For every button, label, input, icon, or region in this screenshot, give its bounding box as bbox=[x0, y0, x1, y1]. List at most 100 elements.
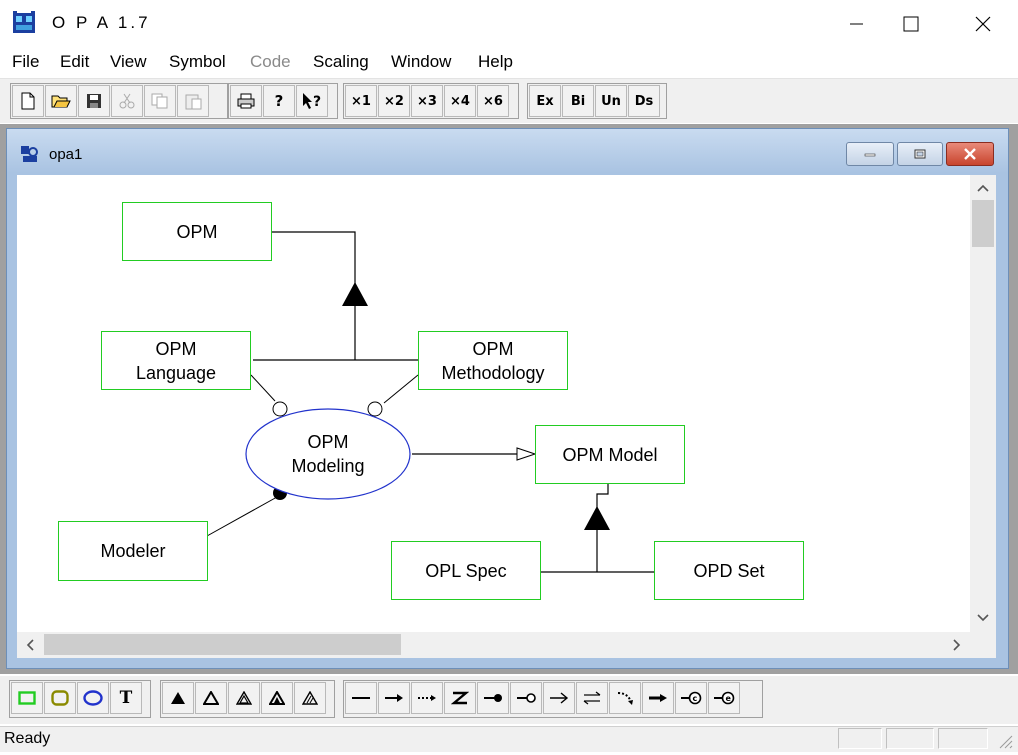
horizontal-scroll-thumb[interactable] bbox=[44, 634, 401, 655]
curved-dotted-icon bbox=[617, 692, 633, 705]
scroll-up-icon[interactable] bbox=[977, 184, 989, 192]
copy-icon bbox=[151, 93, 168, 109]
instrument-link-methodology[interactable] bbox=[383, 374, 419, 404]
aggregation-link-model[interactable] bbox=[596, 483, 609, 572]
svg-text:e: e bbox=[726, 694, 732, 703]
object-opm-methodology[interactable]: OPM Methodology bbox=[418, 331, 568, 390]
condition-link-icon: c bbox=[681, 691, 702, 705]
open-button[interactable] bbox=[45, 85, 77, 117]
aggregation-tool-button[interactable] bbox=[162, 682, 194, 714]
menu-code[interactable]: Code bbox=[250, 52, 291, 71]
generalization-tool-button[interactable] bbox=[228, 682, 260, 714]
menu-symbol[interactable]: Symbol bbox=[169, 52, 226, 71]
menu-file[interactable]: File bbox=[12, 52, 40, 71]
help-button[interactable]: ? bbox=[263, 85, 295, 117]
child-restore-button[interactable] bbox=[897, 142, 943, 166]
event-link-icon: e bbox=[714, 691, 735, 705]
un-button[interactable]: Un bbox=[595, 85, 627, 117]
process-ellipse[interactable] bbox=[245, 408, 411, 500]
agent-tool-button[interactable] bbox=[477, 682, 509, 714]
diagram-canvas[interactable]: OPM OPM Language OPM Methodology OPM Mod… bbox=[17, 175, 970, 632]
object-opm-language[interactable]: OPM Language bbox=[101, 331, 251, 390]
classification-tool-button[interactable] bbox=[261, 682, 293, 714]
object-opm[interactable]: OPM bbox=[122, 202, 272, 261]
event-tool-button[interactable]: e bbox=[708, 682, 740, 714]
size-grip[interactable] bbox=[970, 632, 996, 658]
child-minimize-button[interactable] bbox=[846, 142, 894, 166]
bidirectional-tool-button[interactable] bbox=[576, 682, 608, 714]
state-tool-button[interactable] bbox=[44, 682, 76, 714]
cut-button[interactable] bbox=[111, 85, 143, 117]
paste-clipboard-icon bbox=[185, 94, 202, 110]
instrument-link-language[interactable] bbox=[250, 374, 276, 402]
save-button[interactable] bbox=[78, 85, 110, 117]
generalization-triangle-icon bbox=[342, 282, 368, 306]
ds-button[interactable]: Ds bbox=[628, 85, 660, 117]
agent-link-icon bbox=[484, 694, 502, 702]
minimize-button[interactable] bbox=[834, 0, 880, 48]
context-help-button[interactable]: ? bbox=[296, 85, 328, 117]
scroll-right-icon[interactable] bbox=[953, 639, 961, 651]
bi-button[interactable]: Bi bbox=[562, 85, 594, 117]
horizontal-scrollbar[interactable] bbox=[17, 632, 970, 658]
zoom-toolbar-group: ×1 ×2 ×3 ×4 ×6 bbox=[343, 83, 519, 119]
generalization-link-opm[interactable] bbox=[271, 231, 356, 360]
effect-tool-button[interactable] bbox=[642, 682, 674, 714]
arrow-tool-button[interactable] bbox=[378, 682, 410, 714]
paste-button[interactable] bbox=[177, 85, 209, 117]
condition-tool-button[interactable]: c bbox=[675, 682, 707, 714]
resize-grip-icon[interactable] bbox=[996, 732, 1014, 755]
dotted-arrow-tool-button[interactable] bbox=[411, 682, 443, 714]
zoom-x6-button[interactable]: ×6 bbox=[477, 85, 509, 117]
vertical-scrollbar[interactable] bbox=[970, 175, 996, 632]
object-modeler[interactable]: Modeler bbox=[58, 521, 208, 581]
scroll-down-icon[interactable] bbox=[977, 614, 989, 622]
menu-edit[interactable]: Edit bbox=[60, 52, 90, 71]
printer-icon bbox=[237, 93, 255, 109]
instrument-circle-icon bbox=[367, 401, 383, 417]
instrument-tool-button[interactable] bbox=[510, 682, 542, 714]
close-button[interactable] bbox=[960, 0, 1006, 48]
specialization-tool-button[interactable] bbox=[294, 682, 326, 714]
instrument-link-icon bbox=[517, 693, 536, 703]
copy-button[interactable] bbox=[144, 85, 176, 117]
line-tool-button[interactable] bbox=[345, 682, 377, 714]
menu-window[interactable]: Window bbox=[391, 52, 452, 71]
object-opm-model[interactable]: OPM Model bbox=[535, 425, 685, 484]
process-tool-button[interactable] bbox=[77, 682, 109, 714]
exhibition-tool-button[interactable] bbox=[195, 682, 227, 714]
zoom-x1-button[interactable]: ×1 bbox=[345, 85, 377, 117]
result-tool-button[interactable] bbox=[543, 682, 575, 714]
new-button[interactable] bbox=[12, 85, 44, 117]
menu-scaling[interactable]: Scaling bbox=[313, 52, 369, 71]
print-button[interactable] bbox=[230, 85, 262, 117]
object-tool-button[interactable] bbox=[11, 682, 43, 714]
new-file-icon bbox=[21, 92, 35, 110]
file-toolbar-group bbox=[10, 83, 228, 119]
scroll-left-icon[interactable] bbox=[26, 639, 34, 651]
object-opl-spec[interactable]: OPL Spec bbox=[391, 541, 541, 600]
menu-help[interactable]: Help bbox=[478, 52, 513, 71]
invocation-tool-button[interactable] bbox=[444, 682, 476, 714]
aggregation-triangle-icon bbox=[584, 506, 610, 530]
zoom-x4-button[interactable]: ×4 bbox=[444, 85, 476, 117]
text-tool-button[interactable]: T bbox=[110, 682, 142, 714]
zoom-x3-button[interactable]: ×3 bbox=[411, 85, 443, 117]
vertical-scroll-thumb[interactable] bbox=[972, 200, 994, 247]
ex-button[interactable]: Ex bbox=[529, 85, 561, 117]
shape-tools-group: T bbox=[9, 680, 151, 718]
object-opd-set[interactable]: OPD Set bbox=[654, 541, 804, 600]
nested-triangle-icon bbox=[236, 691, 252, 705]
maximize-button[interactable] bbox=[888, 0, 934, 48]
minimize-icon bbox=[864, 153, 876, 157]
maximize-icon bbox=[903, 16, 919, 32]
zoom-x2-button[interactable]: ×2 bbox=[378, 85, 410, 117]
document-icon bbox=[20, 144, 44, 169]
menu-view[interactable]: View bbox=[110, 52, 147, 71]
title-bar bbox=[0, 0, 1018, 48]
curved-link-tool-button[interactable] bbox=[609, 682, 641, 714]
status-text: Ready bbox=[4, 730, 51, 747]
open-triangle-icon bbox=[203, 691, 219, 705]
agent-link-modeler[interactable] bbox=[206, 496, 278, 537]
child-close-button[interactable] bbox=[946, 142, 994, 166]
